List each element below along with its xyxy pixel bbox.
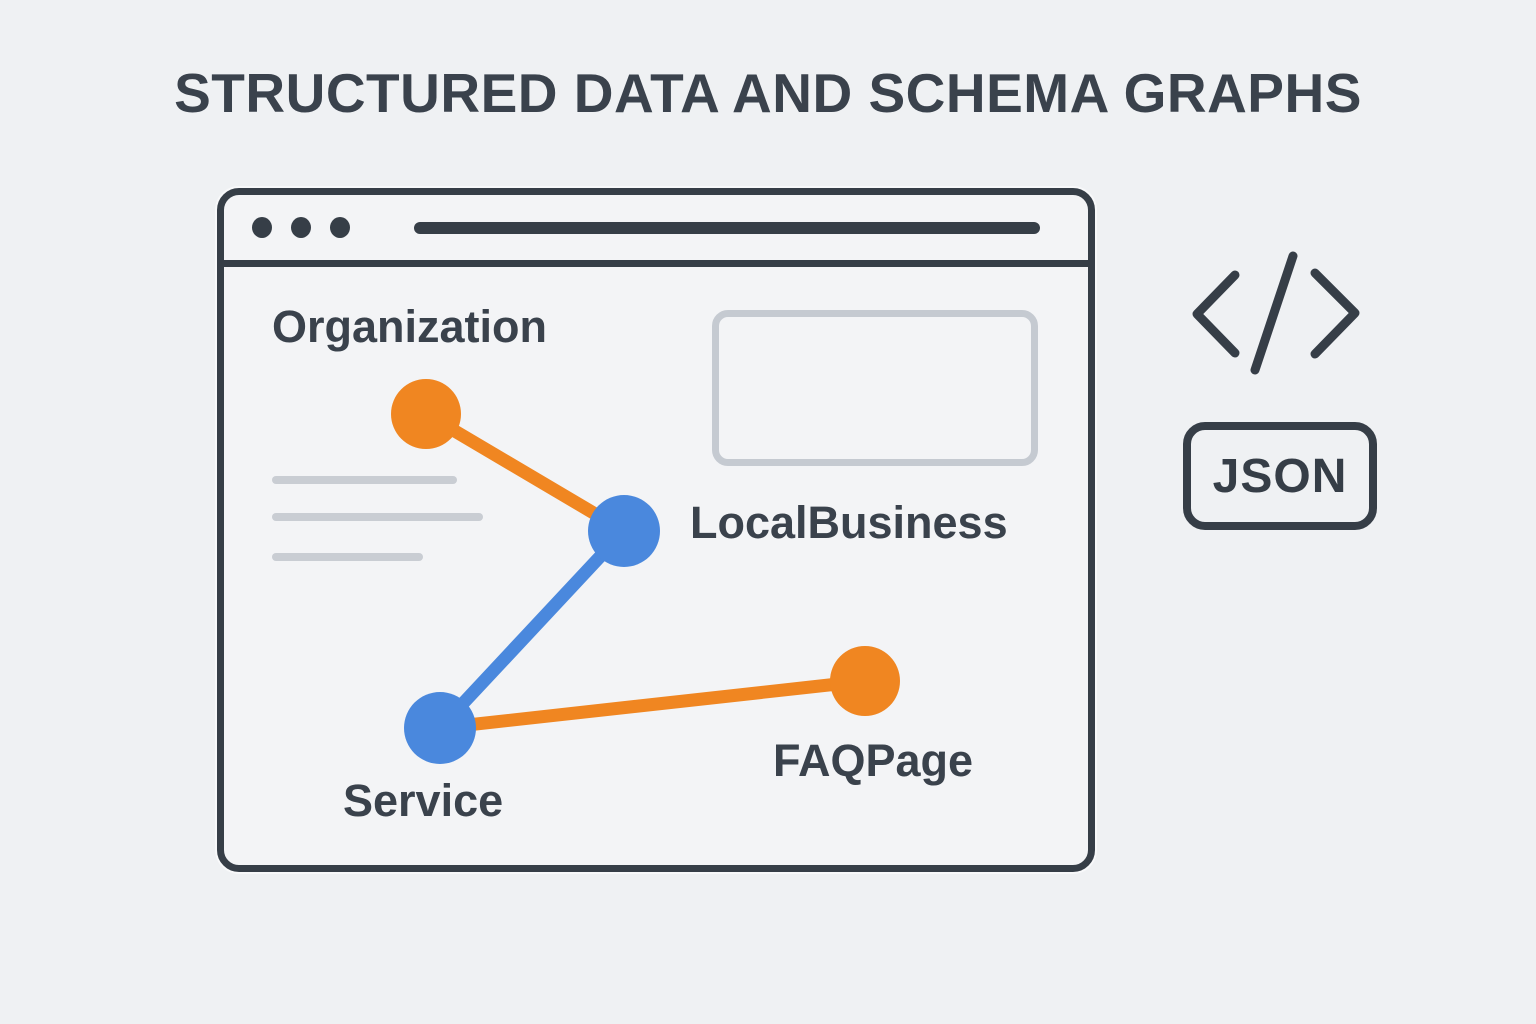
node-label-organization: Organization xyxy=(272,301,548,352)
snippet-placeholder-box xyxy=(712,310,1038,466)
text-placeholder-line xyxy=(272,513,483,521)
edge-organization-localbusiness xyxy=(419,407,631,538)
window-control-dots xyxy=(252,217,350,238)
text-placeholder-line xyxy=(272,476,457,484)
page-title: STRUCTURED DATA AND SCHEMA GRAPHS xyxy=(174,62,1362,124)
node-label-localbusiness: LocalBusiness xyxy=(690,497,1008,548)
angle-bracket-right-icon xyxy=(1310,268,1360,359)
schema-graph-area: Organization LocalBusiness Service FAQPa… xyxy=(224,267,1088,858)
node-localbusiness xyxy=(588,495,660,567)
slash-icon xyxy=(1250,251,1298,375)
json-badge: JSON xyxy=(1183,422,1377,530)
text-placeholder-line xyxy=(272,553,423,561)
node-label-faqpage: FAQPage xyxy=(773,735,974,786)
browser-window-topbar xyxy=(224,195,1088,267)
schema-graph-svg xyxy=(391,379,900,764)
edge-service-faqpage xyxy=(433,674,872,735)
node-label-service: Service xyxy=(343,775,504,826)
json-badge-label: JSON xyxy=(1212,449,1348,503)
edge-localbusiness-service xyxy=(433,524,631,735)
window-dot-icon xyxy=(291,217,311,238)
node-faqpage xyxy=(830,646,900,716)
code-slash-icon xyxy=(1192,251,1360,375)
node-organization xyxy=(391,379,461,449)
address-bar-placeholder xyxy=(414,221,1040,234)
angle-bracket-left-icon xyxy=(1192,270,1240,358)
node-service xyxy=(404,692,476,764)
browser-window: Organization LocalBusiness Service FAQPa… xyxy=(217,188,1095,872)
window-dot-icon xyxy=(330,217,350,238)
window-dot-icon xyxy=(252,217,272,238)
